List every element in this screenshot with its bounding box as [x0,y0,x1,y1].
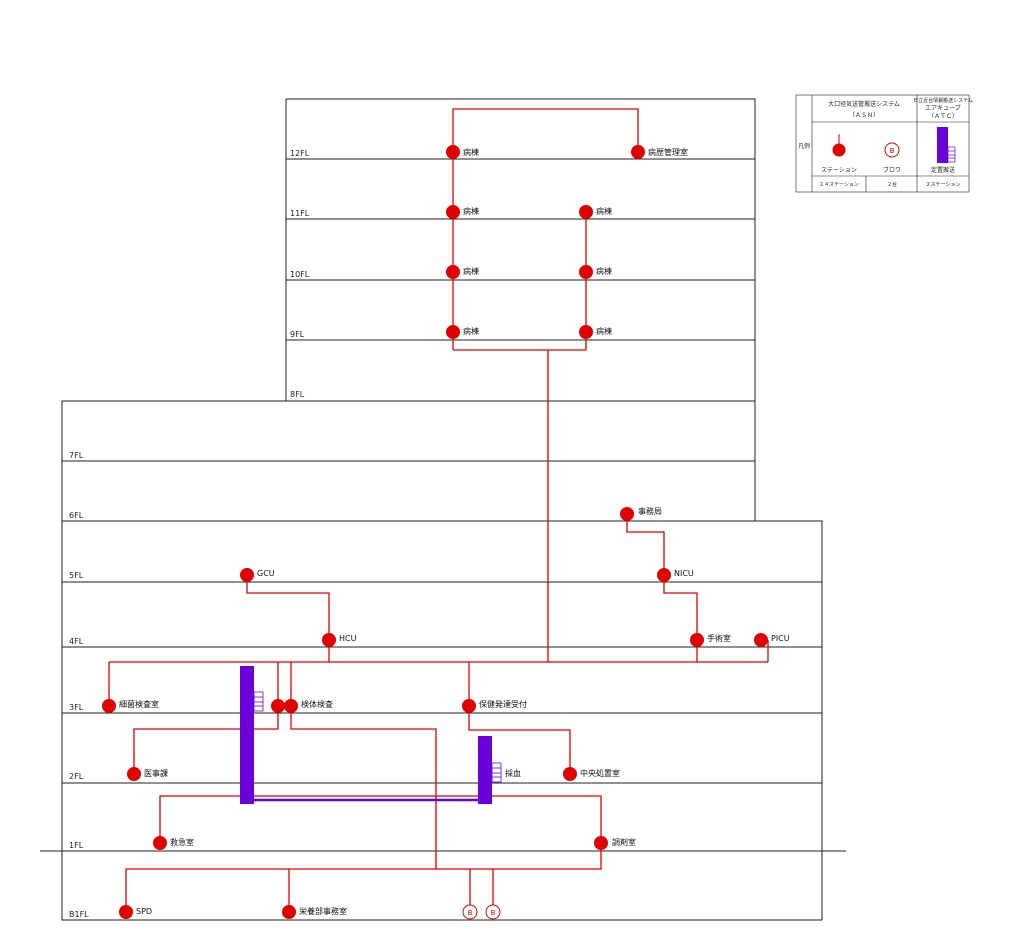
label-nicu: NICU [674,569,694,578]
station-bacteriology-marker[interactable] [102,699,116,713]
asn-tube-lines [108,108,769,912]
legend-teikan-label: 定置搬送 [931,166,955,174]
label-emergency: 救急室 [170,837,194,847]
label-hcu: HCU [339,634,357,643]
floor-label-3: 3FL [69,703,84,712]
station-hcu-marker[interactable] [322,633,336,647]
floor-label-12: 12FL [290,149,310,158]
station-11f-ward-b-marker[interactable] [579,205,593,219]
blowers: B B [462,904,501,920]
station-medical-affairs-marker[interactable] [127,767,141,781]
label-specimen: 検体検査 [301,699,333,709]
stations [102,145,768,919]
station-10f-ward-b-marker[interactable] [579,265,593,279]
blower-icon [462,904,478,920]
label-11f-ward-a: 病棟 [463,206,479,216]
label-11f-ward-b: 病棟 [596,206,612,216]
legend-blower-label: ブロワ [883,166,901,174]
legend: 凡例 大口径気送管搬送システム （ＡＳＮ） 日立近台情報搬送システム エアキュー… [795,94,973,193]
station-12f-records-marker[interactable] [631,145,645,159]
label-gcu: GCU [257,569,275,578]
floor-label-6: 6FL [69,511,84,520]
station-nicu-marker[interactable] [657,568,671,582]
label-10f-ward-a: 病棟 [463,266,479,276]
floor-label-8: 8FL [290,390,305,399]
floor-label-9: 9FL [290,330,305,339]
legend-station-icon [832,143,846,157]
label-medical-affairs: 医事課 [144,768,168,778]
legend-atc-title-small: 日立近台情報搬送システム [913,97,973,104]
legend-atc-icon [937,127,948,163]
station-10f-ward-a-marker[interactable] [446,265,460,279]
station-9f-ward-a-marker[interactable] [446,325,460,339]
legend-hanrei: 凡例 [798,142,810,150]
station-11f-ward-a-marker[interactable] [446,205,460,219]
station-nutrition-office-marker[interactable] [282,905,296,919]
label-pharmacy: 調剤室 [612,837,636,847]
floor-label-5: 5FL [69,571,84,580]
station-labels: 病棟 病歴管理室 病棟 病棟 病棟 病棟 病棟 病棟 事務局 GCU NICU … [119,147,790,916]
station-emergency-marker[interactable] [153,836,167,850]
label-bacteriology: 細菌検査室 [119,699,159,709]
blower-icon [485,904,501,920]
station-spd-marker[interactable] [119,905,133,919]
label-12f-records: 病歴管理室 [648,147,688,157]
atc-rack-icon-left [253,691,264,712]
station-12f-ward-marker[interactable] [446,145,460,159]
atc-rack-icon-right [491,762,502,783]
label-spd: SPD [136,907,152,916]
station-9f-ward-b-marker[interactable] [579,325,593,339]
station-admin-office-marker[interactable] [620,507,634,521]
station-specimen-b-marker[interactable] [284,699,298,713]
station-health-development-marker[interactable] [462,699,476,713]
floor-labels: 12FL 11FL 10FL 9FL 8FL 7FL 6FL 5FL 4FL 3… [69,149,310,919]
label-9f-ward-b: 病棟 [596,326,612,336]
station-pharmacy-marker[interactable] [594,836,608,850]
legend-blower-count: ２台 [887,181,897,188]
floor-label-1: 1FL [69,841,84,850]
legend-atc-title: エアキューブ [925,104,961,112]
atc-unit-left [240,666,254,804]
label-12f-ward: 病棟 [463,147,479,157]
floor-label-10: 10FL [290,270,310,279]
legend-asn-station-count: ２４ステーション [819,182,859,188]
station-specimen-a-marker[interactable] [271,699,285,713]
label-picu: PICU [771,634,790,643]
atc-system [240,666,502,804]
legend-blower-icon [884,142,900,158]
label-nutrition-office: 栄養部事務室 [299,906,347,916]
station-central-treatment-marker[interactable] [563,767,577,781]
station-picu-marker[interactable] [754,633,768,647]
atc-unit-right [478,736,492,804]
legend-asn-title: 大口径気送管搬送システム [828,100,900,108]
blower-label-1: B [468,909,473,917]
station-gcu-marker[interactable] [240,568,254,582]
floor-label-7: 7FL [69,451,84,460]
legend-blower-symbol: B [890,147,895,155]
floor-label-b1: B1FL [69,910,89,919]
legend-atc-station-count: ２ステーション [926,182,961,188]
label-9f-ward-a: 病棟 [463,326,479,336]
legend-asn-abbr: （ＡＳＮ） [849,112,879,119]
building-outline [40,98,846,921]
label-central-treatment: 中央処置室 [580,768,620,778]
label-10f-ward-b: 病棟 [596,266,612,276]
blower-label-2: B [491,909,496,917]
floor-label-2: 2FL [69,772,84,781]
label-operating-room: 手術室 [707,633,731,643]
legend-atc-rack-icon [947,146,956,163]
legend-atc-abbr: （ＡＴＣ） [928,113,958,120]
floor-label-4: 4FL [69,637,84,646]
floor-label-11: 11FL [290,209,310,218]
legend-station-label: ステーション [821,167,857,174]
label-admin-office: 事務局 [638,506,662,516]
label-health-development: 保健発達受付 [479,699,527,709]
label-blood-collection: 採血 [505,768,521,778]
station-operating-room-marker[interactable] [690,633,704,647]
